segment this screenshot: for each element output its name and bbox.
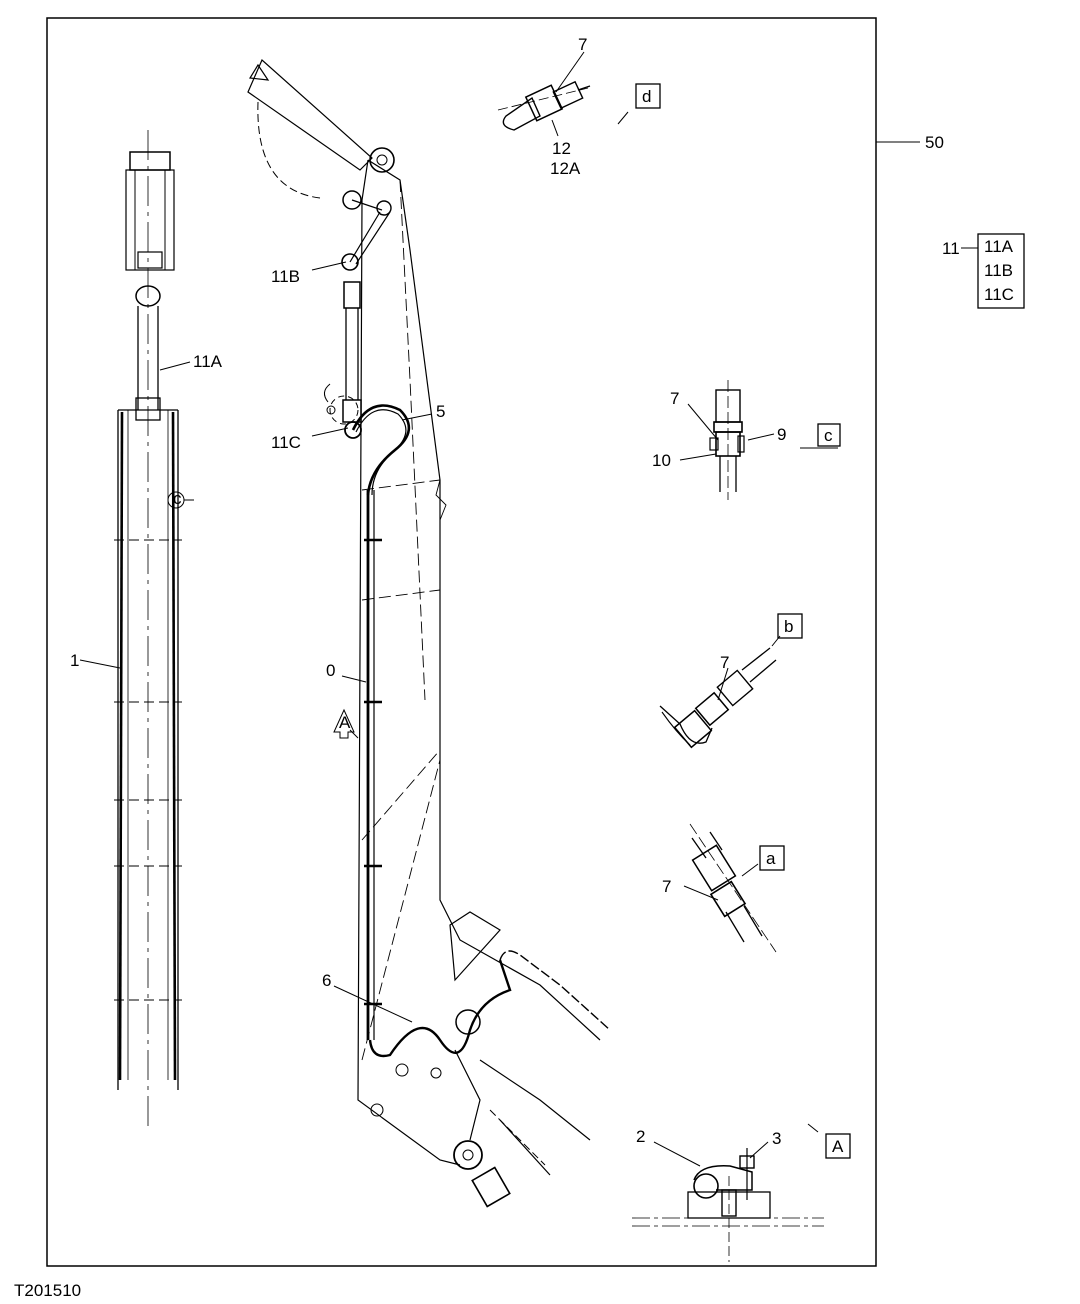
view-tag-a xyxy=(759,845,785,871)
svg-text:A: A xyxy=(339,713,351,732)
figure-id: T201510 xyxy=(14,1281,81,1300)
view-a-arrow: A xyxy=(333,708,359,739)
callout-7-detail-a: 7 xyxy=(662,877,671,896)
view-tag-c xyxy=(817,423,841,447)
view-tag-a-label: a xyxy=(766,849,776,868)
detail-c xyxy=(679,380,838,500)
view-tag-d xyxy=(635,83,661,109)
detail-a xyxy=(683,823,777,953)
callout-6: 6 xyxy=(322,971,331,990)
detail-d xyxy=(497,51,629,137)
detail-A-clamp xyxy=(632,1123,824,1262)
callout-10: 10 xyxy=(652,451,671,470)
callout-11-box xyxy=(977,233,1025,309)
callout-11a-box: 11A xyxy=(984,237,1014,256)
callout-11c-box: 11C xyxy=(984,285,1014,304)
callout-3: 3 xyxy=(772,1129,781,1148)
callout-7-detail-b: 7 xyxy=(720,653,729,672)
callout-11b-box: 11B xyxy=(984,261,1013,280)
view-c-marker: c xyxy=(173,489,182,508)
callout-1: 1 xyxy=(70,651,79,670)
boom-main-view xyxy=(247,59,611,1208)
callout-0: 0 xyxy=(326,661,335,680)
callout-7-detail-c: 7 xyxy=(670,389,679,408)
view-tag-A xyxy=(825,1133,851,1159)
view-tag-b-label: b xyxy=(784,617,793,636)
drawing-frame xyxy=(46,17,877,1267)
callout-12a: 12A xyxy=(550,159,581,178)
view-tag-d-label: d xyxy=(642,87,651,106)
callout-12: 12 xyxy=(552,139,571,158)
callout-11a: 11A xyxy=(193,352,223,371)
callout-5: 5 xyxy=(436,402,445,421)
view-tag-c-label: c xyxy=(824,426,833,445)
callout-50: 50 xyxy=(925,133,944,152)
callout-2: 2 xyxy=(636,1127,645,1146)
callout-11b: 11B xyxy=(271,267,300,286)
callout-7-detail-d: 7 xyxy=(578,35,587,54)
callout-11: 11 xyxy=(942,239,960,258)
callout-11c: 11C xyxy=(271,433,301,452)
callout-9: 9 xyxy=(777,425,786,444)
view-tag-b xyxy=(777,613,803,639)
boom-side-view: c xyxy=(114,130,194,1130)
view-tag-A-label: A xyxy=(832,1137,844,1156)
detail-b xyxy=(659,635,781,749)
